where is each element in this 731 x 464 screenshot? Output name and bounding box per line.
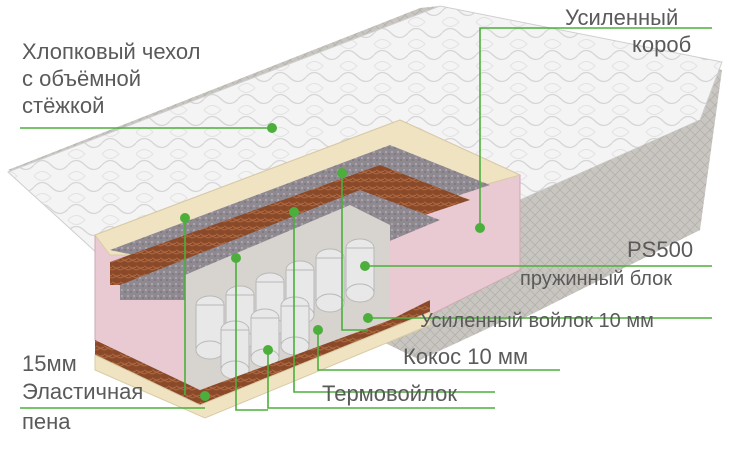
- spring-model-label: PS500: [627, 237, 694, 262]
- cover-label-line2: с объёмной: [22, 66, 142, 91]
- box-label-line2: короб: [632, 32, 692, 57]
- foam-thickness-label: 15мм: [22, 351, 77, 376]
- foam-label-line1: Эластичная: [22, 379, 144, 404]
- foam-label-line2: пена: [22, 409, 71, 434]
- thermo-label: Термовойлок: [322, 381, 457, 406]
- coco-label: Кокос 10 мм: [403, 344, 529, 369]
- spring-desc-label: пружинный блок: [520, 268, 673, 290]
- cover-label-line1: Хлопковый чехол: [22, 39, 201, 64]
- cover-label-line3: стёжкой: [22, 93, 105, 118]
- box-label-line1: Усиленный: [565, 5, 679, 30]
- felt-label: Усиленный войлок 10 мм: [420, 310, 654, 332]
